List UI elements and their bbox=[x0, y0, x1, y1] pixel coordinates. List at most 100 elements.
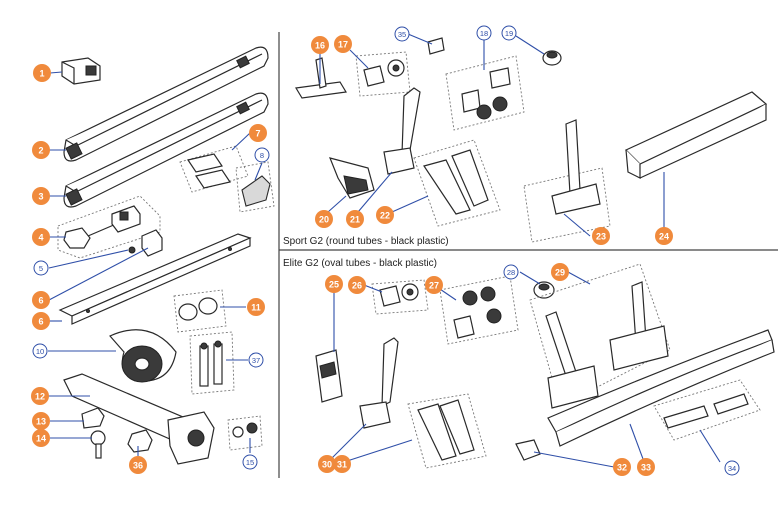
callout-28: 28 bbox=[503, 264, 519, 280]
svg-text:32: 32 bbox=[617, 463, 627, 473]
svg-text:1: 1 bbox=[39, 69, 44, 79]
svg-text:12: 12 bbox=[35, 392, 45, 402]
part-16-clip bbox=[295, 57, 347, 99]
part-6-rail bbox=[58, 233, 252, 325]
callout-20: 20 bbox=[315, 210, 333, 228]
svg-text:35: 35 bbox=[398, 30, 406, 39]
part-11-nuts bbox=[173, 289, 227, 333]
svg-text:20: 20 bbox=[319, 215, 329, 225]
callout-30: 30 bbox=[318, 455, 336, 473]
svg-text:4: 4 bbox=[38, 233, 43, 243]
callout-22: 22 bbox=[376, 206, 394, 224]
callout-13: 13 bbox=[32, 412, 50, 430]
part-25-clip bbox=[315, 349, 343, 403]
callout-21: 21 bbox=[346, 210, 364, 228]
svg-text:17: 17 bbox=[338, 40, 348, 50]
part-32-end-piece bbox=[515, 439, 541, 461]
svg-text:28: 28 bbox=[507, 268, 515, 277]
part-31-straps bbox=[407, 393, 487, 469]
svg-text:6: 6 bbox=[38, 317, 43, 327]
svg-text:7: 7 bbox=[255, 129, 260, 139]
part-36-knob bbox=[127, 429, 153, 453]
part-24-track bbox=[624, 91, 768, 179]
svg-text:16: 16 bbox=[315, 41, 325, 51]
part-20-wheel-holder bbox=[329, 157, 375, 199]
callout-15: 15 bbox=[242, 454, 258, 470]
part-23-wheel-tray bbox=[523, 119, 611, 243]
svg-text:10: 10 bbox=[36, 347, 44, 356]
svg-text:31: 31 bbox=[337, 460, 347, 470]
svg-text:23: 23 bbox=[596, 232, 606, 242]
part-26-end-caps bbox=[371, 279, 429, 315]
callout-19: 19 bbox=[501, 25, 517, 41]
callout-25: 25 bbox=[325, 275, 343, 293]
callout-2: 2 bbox=[32, 141, 50, 159]
svg-text:22: 22 bbox=[380, 211, 390, 221]
part-10-foam-roll bbox=[109, 329, 177, 383]
part-13-lock-cylinder bbox=[81, 407, 105, 429]
part-19-cap bbox=[542, 50, 562, 66]
svg-text:19: 19 bbox=[505, 29, 513, 38]
part-5-screw bbox=[128, 229, 163, 257]
part-18-tube-connectors bbox=[445, 55, 525, 131]
callout-27: 27 bbox=[425, 276, 443, 294]
part-28-cap bbox=[533, 281, 555, 299]
sport-section-title: Sport G2 (round tubes - black plastic) bbox=[283, 236, 449, 247]
callout-6-lower: 6 bbox=[32, 312, 50, 330]
part-12-lock-arm bbox=[63, 373, 215, 465]
svg-text:21: 21 bbox=[350, 215, 360, 225]
svg-text:24: 24 bbox=[659, 232, 669, 242]
svg-text:14: 14 bbox=[36, 434, 46, 444]
callout-10: 10 bbox=[32, 343, 48, 359]
svg-text:34: 34 bbox=[728, 464, 736, 473]
callout-11: 11 bbox=[247, 298, 265, 316]
part-34-brackets bbox=[653, 379, 761, 441]
callout-34: 34 bbox=[724, 460, 740, 476]
callout-6-upper: 6 bbox=[32, 291, 50, 309]
callout-32: 32 bbox=[613, 458, 631, 476]
callout-12: 12 bbox=[31, 387, 49, 405]
svg-text:27: 27 bbox=[429, 281, 439, 291]
svg-text:15: 15 bbox=[246, 458, 254, 467]
callout-36: 36 bbox=[129, 456, 147, 474]
part-1-end-cap bbox=[61, 57, 101, 85]
part-33-oval-track bbox=[547, 329, 775, 447]
leader-lines bbox=[48, 33, 721, 468]
callout-31: 31 bbox=[333, 455, 351, 473]
callout-3: 3 bbox=[32, 187, 50, 205]
svg-text:11: 11 bbox=[251, 303, 261, 313]
callout-18: 18 bbox=[476, 25, 492, 41]
callout-33: 33 bbox=[637, 458, 655, 476]
svg-text:33: 33 bbox=[641, 463, 651, 473]
callout-23: 23 bbox=[592, 227, 610, 245]
callout-16: 16 bbox=[311, 36, 329, 54]
callout-29: 29 bbox=[551, 263, 569, 281]
callout-35: 35 bbox=[394, 26, 410, 42]
part-14-key bbox=[90, 430, 106, 459]
part-22-straps bbox=[413, 139, 501, 227]
svg-text:37: 37 bbox=[252, 356, 260, 365]
callout-17: 17 bbox=[334, 35, 352, 53]
svg-text:26: 26 bbox=[352, 281, 362, 291]
part-4-clamp bbox=[57, 195, 161, 259]
svg-text:30: 30 bbox=[322, 460, 332, 470]
callout-14: 14 bbox=[32, 429, 50, 447]
callout-24: 24 bbox=[655, 227, 673, 245]
callout-26: 26 bbox=[348, 276, 366, 294]
part-3-crossbar bbox=[63, 92, 269, 208]
elite-section-title: Elite G2 (oval tubes - black plastic) bbox=[283, 258, 437, 269]
svg-text:3: 3 bbox=[38, 192, 43, 202]
svg-text:5: 5 bbox=[39, 264, 43, 273]
part-21-upright-arm bbox=[383, 87, 421, 175]
svg-text:8: 8 bbox=[260, 151, 264, 160]
part-7-pads bbox=[179, 145, 249, 193]
part-37-bolts bbox=[189, 331, 235, 395]
callout-7: 7 bbox=[249, 124, 267, 142]
part-29-wheel-holders bbox=[529, 263, 671, 409]
svg-text:13: 13 bbox=[36, 417, 46, 427]
svg-text:25: 25 bbox=[329, 280, 339, 290]
part-17-end-caps bbox=[355, 51, 411, 97]
part-27-tube-connectors bbox=[439, 275, 519, 345]
